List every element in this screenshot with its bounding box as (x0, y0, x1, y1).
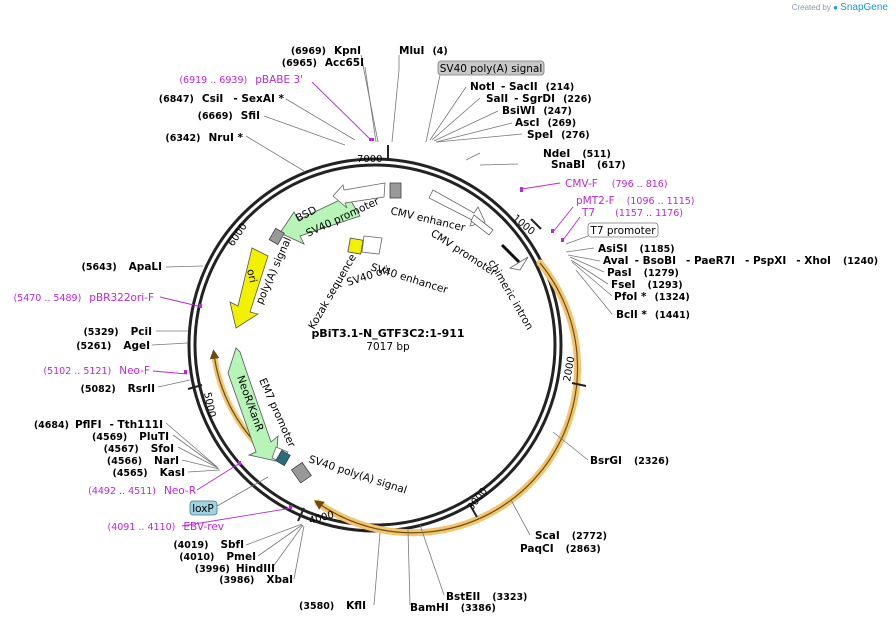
site-hindiii: (3996)HindIII (195, 563, 275, 575)
feature-chimeric-intron: chimeric intron (485, 258, 535, 333)
site-kpni: (6969)KpnI (291, 45, 361, 57)
site-pcii: (5329)PciI (83, 326, 152, 338)
sv40-polya-top-label: SV40 poly(A) signal (440, 63, 543, 75)
site-bsteii: BstEII(3323) (446, 591, 527, 603)
site-pfoi: PfoI *(1324) (614, 291, 690, 303)
site-sfii: (6669)SfiI (198, 110, 260, 122)
site-mlui: MluI(4) (399, 45, 448, 57)
sv40-promoter-arrow (332, 182, 386, 209)
primer-labels: (6919 .. 6939)pBABE 3' CMV-F(796 .. 816)… (13, 74, 694, 533)
loxp-box (189, 500, 218, 516)
sv40-polya-bottom-block (290, 461, 312, 484)
primer-t7: T7(1157 .. 1176) (581, 207, 683, 219)
loxp-label: loxP (192, 503, 214, 515)
tick-5000: 5000 (201, 391, 217, 418)
feature-shapes (227, 182, 529, 484)
primer-cmvf: CMV-F(796 .. 816) (565, 178, 668, 190)
watermark-brand: SnapGene (840, 2, 888, 13)
ori-arrow (229, 247, 269, 329)
leaders-primers (152, 81, 581, 527)
site-pasi: PasI(1279) (607, 267, 679, 279)
site-apali: (5643)ApaLI (82, 261, 162, 273)
f1-block (275, 449, 291, 467)
site-paqci: PaqCI(2863) (520, 543, 601, 555)
sv40-polya-top-box (437, 60, 545, 76)
primer-markers (184, 138, 564, 509)
plasmid-name: pBiT3.1-N_GTF3C2:1-911 (311, 327, 464, 340)
site-asisi: AsiSI(1185) (598, 243, 675, 255)
site-kfli: (3580)KflI (299, 600, 366, 612)
watermark-prefix: Created by (791, 3, 831, 12)
feature-ori: ori (244, 268, 259, 284)
feature-cmv-promoter: CMV promoter (428, 227, 499, 279)
plasmid-size: 7017 bp (366, 341, 410, 353)
tick-7000: 7000 (357, 154, 382, 165)
site-nari: (4566)NarI (107, 455, 179, 467)
sv40-polya-top-block (389, 182, 402, 199)
site-csii: (6847)CsiI- SexAI * (159, 93, 285, 105)
insert-orf-arc (314, 259, 582, 537)
t7-promoter-label: T7 promoter (589, 225, 656, 237)
watermark: Created by ● SnapGene (792, 2, 888, 13)
snapgene-logo-icon: ● (833, 3, 838, 12)
primer-pmt2f: pMT2-F(1096 .. 1115) (576, 195, 695, 207)
site-sali: SalI- SgrDI(226) (486, 93, 592, 105)
kozak-block (347, 237, 364, 255)
site-ndei: NdeI(511) (543, 148, 611, 160)
site-agei: (5261)AgeI (76, 340, 150, 352)
site-bsiwi: BsiWI(247) (502, 105, 572, 117)
site-pluti: (4569)PluTI (92, 431, 169, 443)
site-snabi: SnaBI(617) (551, 159, 626, 171)
site-pmei: (4010)PmeI (179, 551, 256, 563)
primer-ebvrev: (4091 .. 4110)EBV-rev (108, 521, 225, 533)
chimeric-intron-arrow (508, 256, 529, 271)
sv40-enhancer-ori-arrow (361, 235, 383, 255)
site-nrui: (6342)NruI * (165, 132, 243, 144)
feature-sv40-polya-bottom: SV40 poly(A) signal (307, 453, 408, 496)
polya-inner-block (268, 227, 285, 246)
leaders-right (373, 55, 613, 606)
site-bamhi: BamHI(3386) (410, 602, 496, 614)
site-spei: SpeI(276) (527, 129, 590, 141)
site-scai: ScaI(2772) (535, 530, 607, 542)
site-fsei: FseI(1293) (611, 279, 683, 291)
site-bsrgi: BsrGI(2326) (590, 455, 669, 467)
site-rsrii: (5082)RsrII (81, 383, 155, 395)
sites-left: (6969)KpnI (6965)Acc65I (6847)CsiI- SexA… (34, 45, 366, 612)
primer-pbabe3: (6919 .. 6939)pBABE 3' (179, 74, 303, 86)
tick-2000: 2000 (562, 356, 577, 383)
leaders-left (151, 54, 379, 580)
site-noti: NotI- SacII(214) (470, 81, 574, 93)
site-xbai: (3986)XbaI (219, 574, 293, 586)
site-avai: AvaI- BsoBI- PaeR7I- PspXI- XhoI(1240) (603, 255, 878, 267)
primer-pbr322orif: (5470 .. 5489)pBR322ori-F (13, 292, 154, 304)
site-pflfi: (4684)PflFI- Tth111I (34, 419, 163, 431)
site-acc65i: (6965)Acc65I (282, 57, 364, 69)
site-bcli: BclI *(1441) (616, 309, 690, 321)
primer-neor: (4492 .. 4511)Neo-R (88, 485, 196, 497)
site-sfoi: (4567)SfoI (104, 443, 174, 455)
bsd-arrow (279, 195, 361, 245)
sites-right: MluI(4) NotI- SacII(214) SalI- SgrDI(226… (399, 45, 878, 614)
primer-neof: (5102 .. 5121)Neo-F (43, 365, 150, 377)
site-sbfi: (4019)SbfI (173, 539, 244, 551)
site-asci: AscI(269) (515, 117, 576, 129)
site-kasi: (4565)KasI (112, 467, 185, 479)
feature-kozak: Kozak sequence (306, 252, 359, 331)
t7-promoter-box (587, 222, 659, 238)
chimeric-intron-bar (500, 243, 521, 264)
tick-6000: 6000 (226, 221, 249, 248)
cmv-promoter-arrow (470, 214, 494, 236)
